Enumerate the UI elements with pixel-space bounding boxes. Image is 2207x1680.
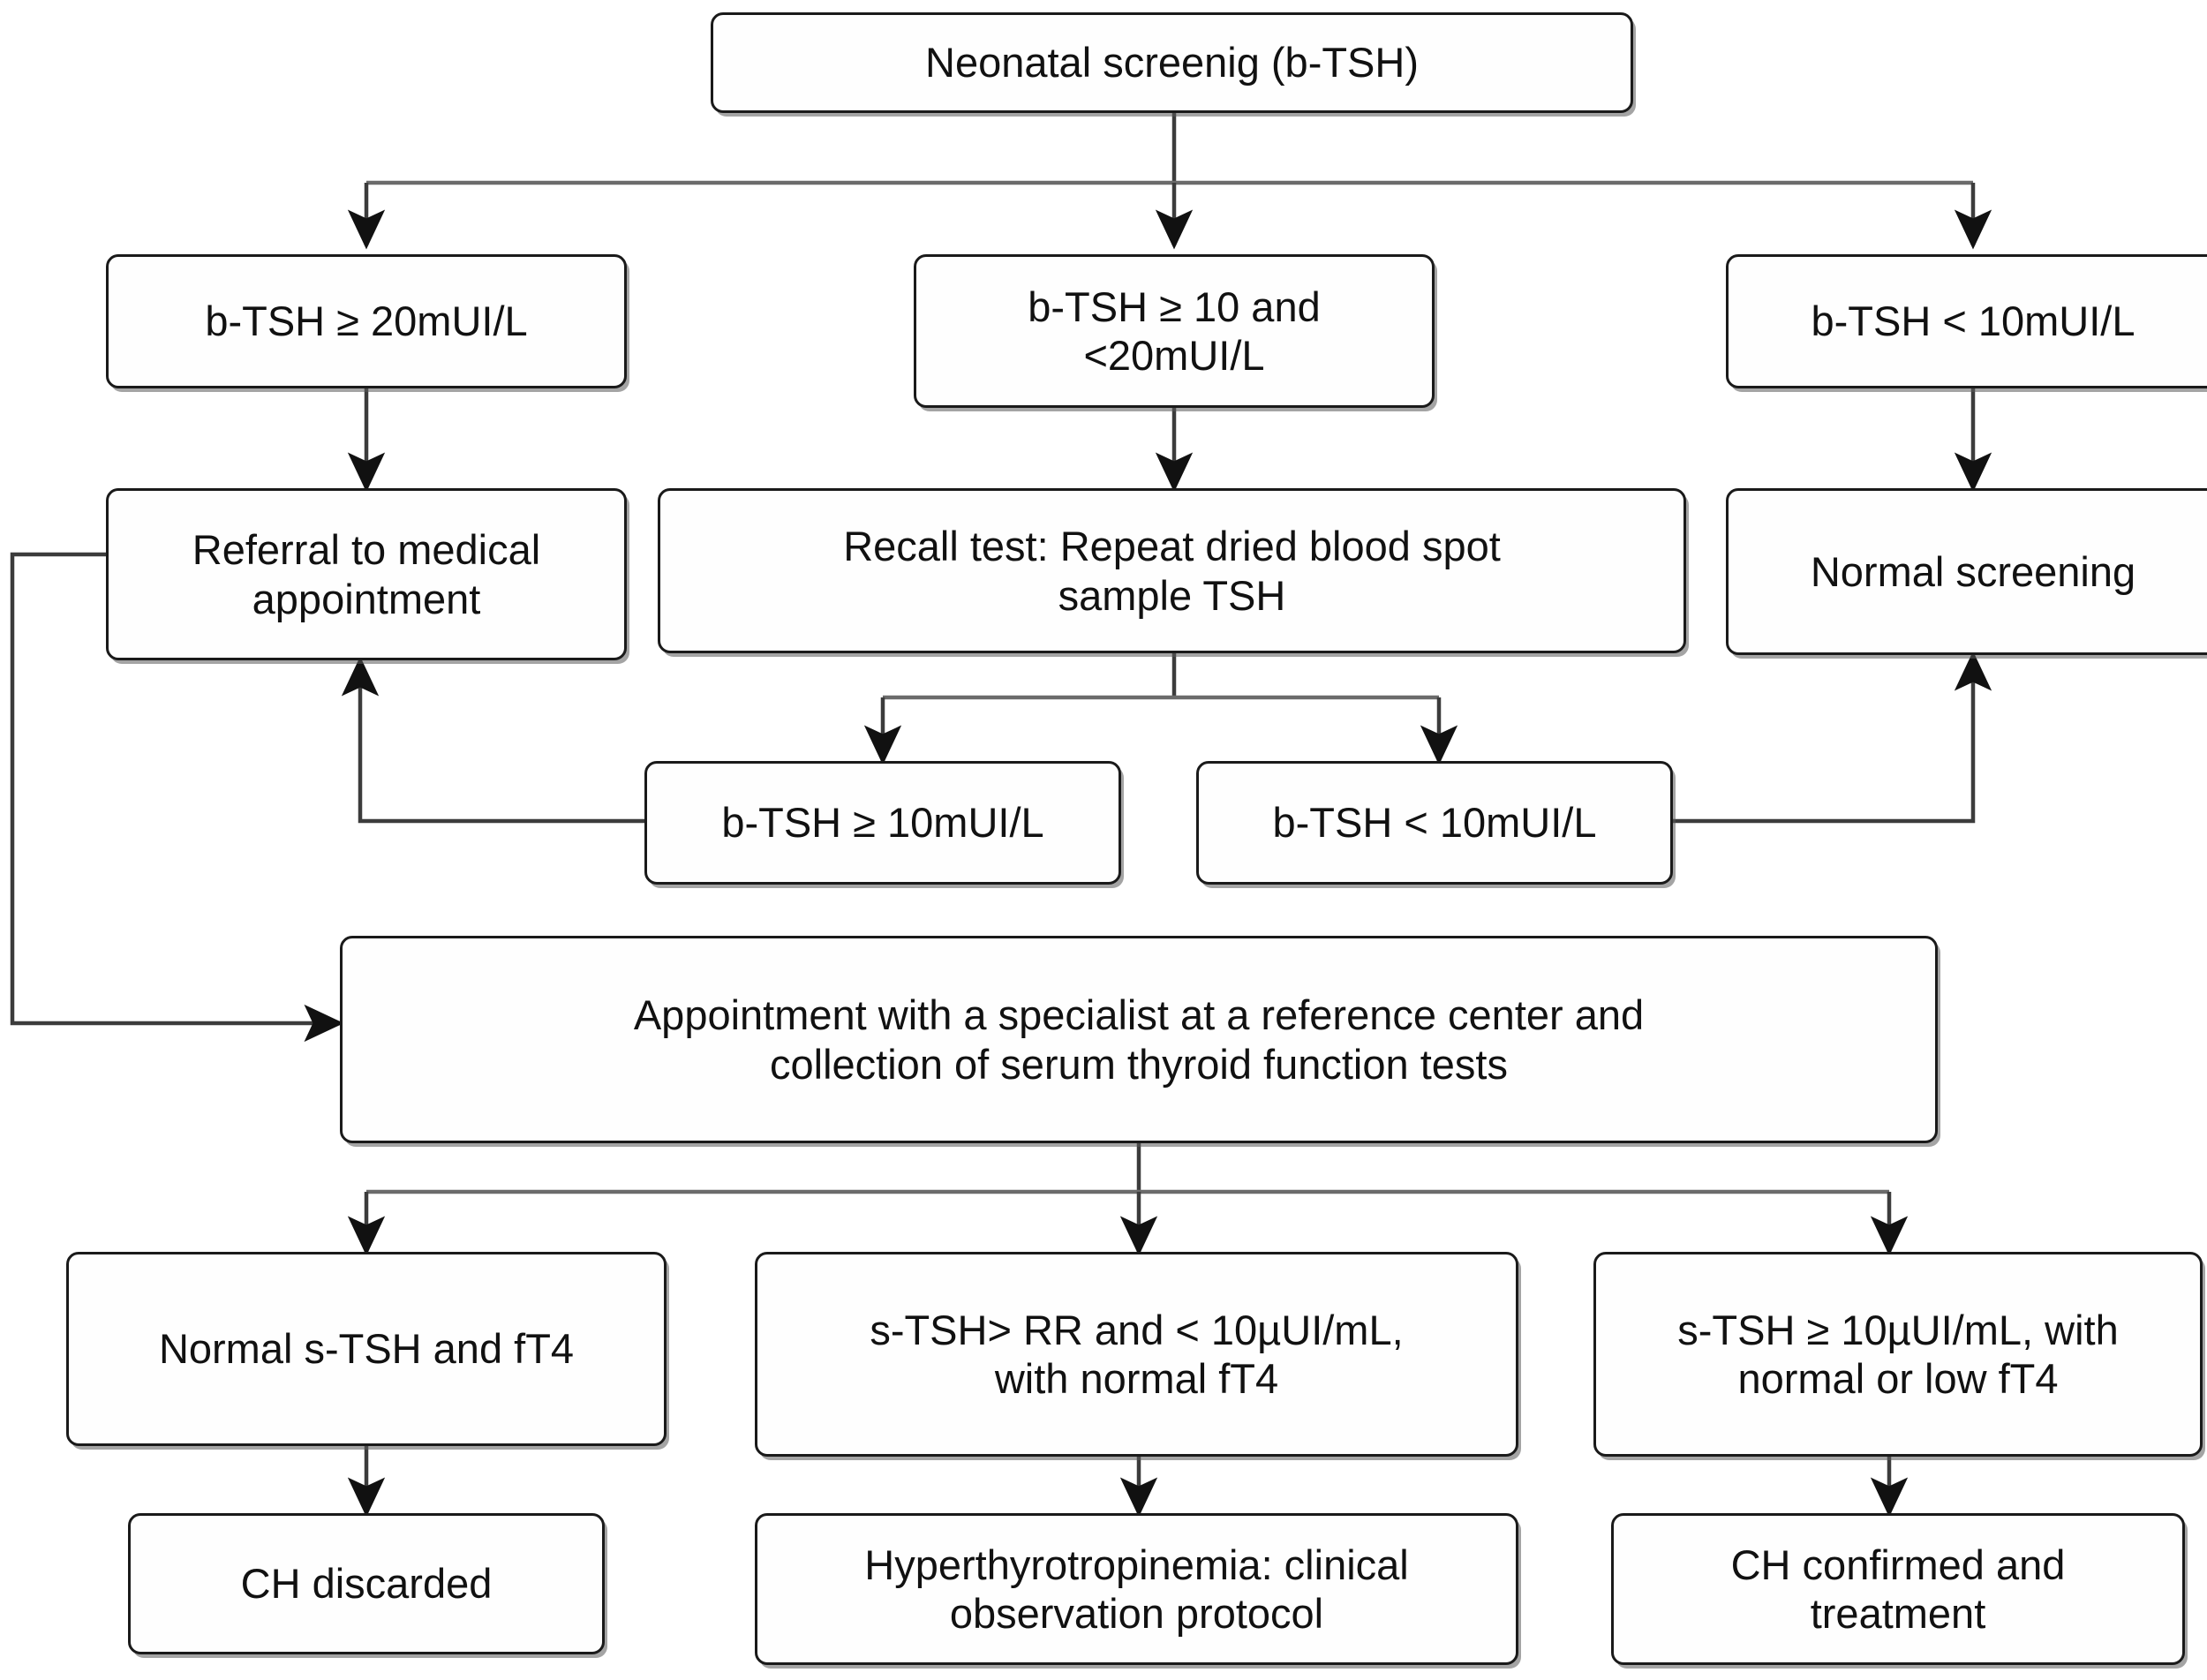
node-ch-confirmed[interactable]: CH confirmed and treatment — [1611, 1513, 2185, 1665]
node-recall-btsh-lt-10[interactable]: b-TSH < 10mUI/L — [1196, 761, 1673, 885]
node-btsh-ge-20[interactable]: b-TSH ≥ 20mUI/L — [106, 254, 627, 388]
node-normal-stsh-ft4[interactable]: Normal s-TSH and fT4 — [66, 1252, 667, 1446]
edge-n9-n7 — [1673, 651, 1992, 824]
node-ch-discarded[interactable]: CH discarded — [128, 1513, 605, 1654]
node-label: CH confirmed and treatment — [1730, 1541, 2066, 1637]
node-stsh-above-rr[interactable]: s-TSH> RR and < 10µUI/mL, with normal fT… — [755, 1252, 1518, 1457]
node-label: Normal screening — [1810, 547, 2136, 595]
node-btsh-lt-10[interactable]: b-TSH < 10mUI/L — [1726, 254, 2207, 388]
node-label: CH discarded — [240, 1560, 493, 1608]
node-neonatal-screening[interactable]: Neonatal screenig (b-TSH) — [711, 12, 1633, 113]
node-label: Appointment with a specialist at a refer… — [633, 991, 1645, 1088]
node-specialist-appointment[interactable]: Appointment with a specialist at a refer… — [340, 936, 1938, 1143]
node-label: b-TSH < 10mUI/L — [1272, 799, 1597, 847]
node-label: Normal s-TSH and fT4 — [158, 1325, 575, 1373]
node-recall-btsh-ge-10[interactable]: b-TSH ≥ 10mUI/L — [644, 761, 1121, 885]
node-label: b-TSH ≥ 20mUI/L — [205, 298, 528, 345]
node-label: Hyperthyrotropinemia: clinical observati… — [864, 1541, 1409, 1637]
node-btsh-10-to-20[interactable]: b-TSH ≥ 10 and <20mUI/L — [914, 254, 1435, 408]
node-label: b-TSH ≥ 10mUI/L — [721, 799, 1044, 847]
edge-n8-n5 — [341, 656, 644, 824]
node-label: Neonatal screenig (b-TSH) — [925, 39, 1419, 87]
node-normal-screening[interactable]: Normal screening — [1726, 488, 2207, 655]
node-label: b-TSH ≥ 10 and <20mUI/L — [1028, 283, 1321, 379]
node-referral-medical-appointment[interactable]: Referral to medical appointment — [106, 488, 627, 660]
node-stsh-ge-10[interactable]: s-TSH ≥ 10µUI/mL, with normal or low fT4 — [1593, 1252, 2203, 1457]
node-label: s-TSH ≥ 10µUI/mL, with normal or low fT4 — [1677, 1306, 2119, 1402]
node-hyperthyrotropinemia[interactable]: Hyperthyrotropinemia: clinical observati… — [755, 1513, 1518, 1665]
node-label: Recall test: Repeat dried blood spot sam… — [843, 523, 1501, 619]
node-label: Referral to medical appointment — [192, 526, 541, 622]
node-recall-test[interactable]: Recall test: Repeat dried blood spot sam… — [658, 488, 1686, 653]
node-label: s-TSH> RR and < 10µUI/mL, with normal fT… — [870, 1306, 1404, 1402]
node-label: b-TSH < 10mUI/L — [1811, 298, 2135, 345]
edge-n5-n10 — [10, 552, 344, 1043]
